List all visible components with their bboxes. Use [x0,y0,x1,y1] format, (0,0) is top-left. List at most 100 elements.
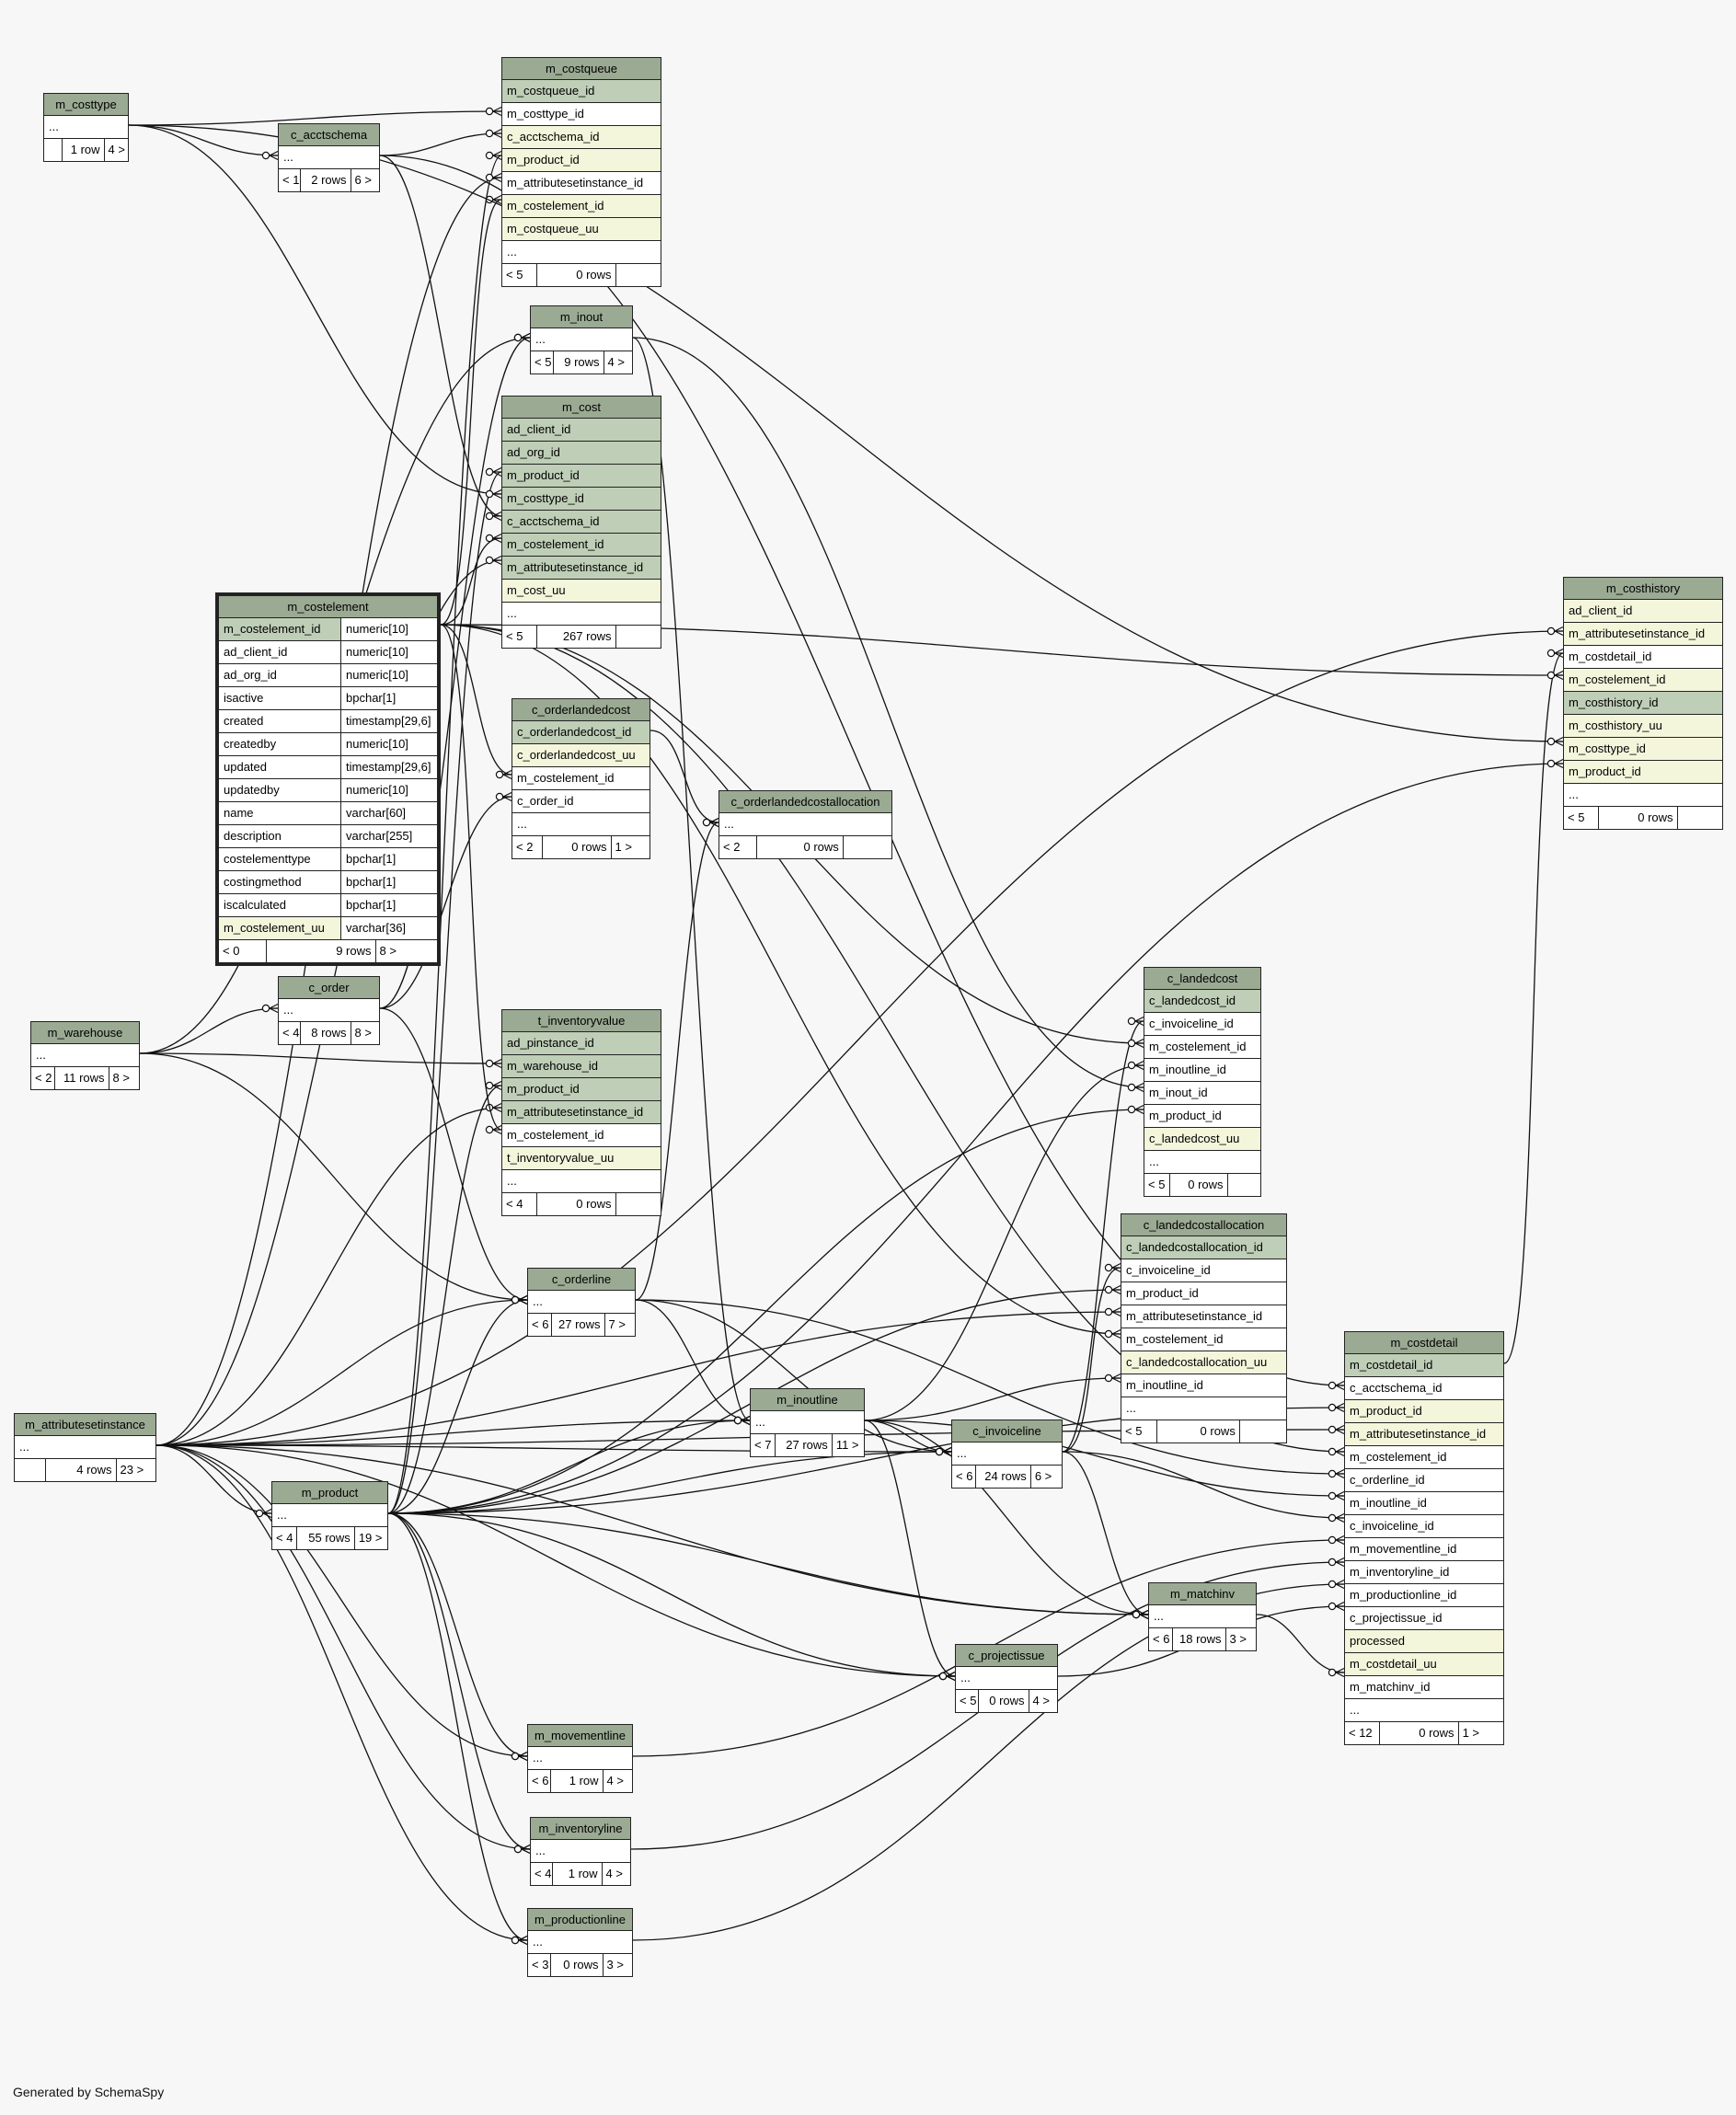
table-column-row[interactable]: c_landedcostallocation_uu [1121,1351,1286,1374]
table-column-row[interactable]: c_order_id [512,790,650,813]
table-header[interactable]: m_inoutline [751,1389,864,1411]
table-column-row[interactable]: m_costelement_id [1564,669,1722,692]
children-count[interactable]: 23 > [120,1463,144,1477]
table-header[interactable]: c_projectissue [956,1645,1057,1667]
table-column-row[interactable]: ... [1345,1699,1503,1722]
table-header[interactable]: c_orderlandedcost [512,699,650,721]
children-count[interactable]: 1 > [1462,1726,1479,1740]
table-column-row[interactable]: m_costdetail_id [1345,1354,1503,1377]
children-count[interactable]: 3 > [1229,1632,1247,1646]
children-count[interactable]: 4 > [605,1867,623,1880]
parents-count[interactable]: < 5 [1144,1174,1170,1196]
children-count[interactable]: 8 > [112,1071,130,1085]
table-header[interactable]: c_landedcost [1144,968,1260,990]
table-header[interactable]: c_acctschema [279,124,379,146]
children-count[interactable]: 4 > [108,143,125,156]
children-count[interactable]: 11 > [835,1438,859,1452]
table-column-row[interactable]: ... [719,813,891,836]
table-column-row[interactable]: m_product_id [502,1078,661,1101]
table-header[interactable]: m_productionline [528,1909,632,1931]
table-column-row[interactable]: m_movementline_id [1345,1538,1503,1561]
table-header[interactable]: c_order [279,977,379,999]
table-column-row[interactable]: ... [279,146,379,169]
table-column-row[interactable]: ad_pinstance_id [502,1032,661,1055]
table-column-row[interactable]: m_costelement_id [1144,1036,1260,1059]
table-column-row[interactable]: t_inventoryvalue_uu [502,1147,661,1170]
children-count[interactable]: 1 > [615,840,632,854]
children-count[interactable] [844,836,891,858]
table-header[interactable]: c_orderline [528,1269,635,1291]
table-column-row[interactable]: c_invoiceline_id [1144,1013,1260,1036]
table-header[interactable]: c_landedcostallocation [1121,1214,1286,1236]
table-column-row[interactable]: ... [528,1931,632,1954]
table-column-row[interactable]: ad_org_id [502,442,661,465]
table-column-row[interactable]: c_invoiceline_id [1121,1259,1286,1282]
table-column-row[interactable]: ad_client_id [1564,600,1722,623]
table-header[interactable]: m_costelement [219,596,437,618]
table-column-row[interactable]: m_product_id [502,465,661,488]
children-count[interactable]: 6 > [354,173,372,187]
children-count[interactable]: 8 > [379,944,397,958]
table-column-row[interactable]: m_costelement_id [512,767,650,790]
parents-count[interactable]: < 0 [219,940,268,962]
parents-count[interactable]: < 5 [502,626,537,648]
table-column-row[interactable]: m_costdetail_uu [1345,1653,1503,1676]
table-column-row[interactable]: m_costqueue_uu [502,218,661,241]
table-column-row[interactable]: m_matchinv_id [1345,1676,1503,1699]
table-column-row[interactable]: c_acctschema_id [502,126,661,149]
parents-count[interactable]: < 5 [1121,1420,1158,1443]
table-column-row[interactable]: m_warehouse_id [502,1055,661,1078]
children-count[interactable] [616,264,661,286]
table-column-row[interactable]: ad_client_id [502,419,661,442]
table-column-row[interactable]: m_costelement_id [1121,1328,1286,1351]
children-count[interactable] [1240,1420,1286,1443]
table-column-row[interactable]: m_product_id [1564,761,1722,784]
parents-count[interactable] [44,139,63,161]
table-column-row[interactable]: m_costqueue_id [502,80,661,103]
parents-count[interactable]: < 4 [502,1193,537,1215]
children-count[interactable]: 8 > [354,1026,372,1040]
table-column-row[interactable]: ... [512,813,650,836]
children-count[interactable]: 4 > [607,355,625,369]
parents-count[interactable]: < 6 [952,1466,977,1488]
table-column-row[interactable]: ... [1564,784,1722,807]
children-count[interactable]: 19 > [358,1531,383,1545]
parents-count[interactable]: < 7 [751,1434,776,1456]
table-column-row[interactable]: c_orderline_id [1345,1469,1503,1492]
parents-count[interactable]: < 4 [279,1022,301,1044]
parents-count[interactable]: < 3 [528,1954,551,1976]
table-column-row[interactable]: m_costtype_id [502,103,661,126]
table-column-row[interactable]: ... [15,1436,155,1459]
table-column-row[interactable]: ... [279,999,379,1022]
parents-count[interactable]: < 6 [528,1314,552,1336]
table-header[interactable]: m_movementline [528,1725,632,1747]
children-count[interactable] [1678,807,1722,829]
parents-count[interactable]: < 5 [1564,807,1599,829]
table-column-row[interactable]: m_inoutline_id [1144,1059,1260,1082]
table-column-row[interactable]: m_costhistory_uu [1564,715,1722,738]
table-column-row[interactable]: m_product_id [1121,1282,1286,1305]
children-count[interactable]: 4 > [1032,1694,1050,1707]
children-count[interactable]: 3 > [606,1958,624,1971]
